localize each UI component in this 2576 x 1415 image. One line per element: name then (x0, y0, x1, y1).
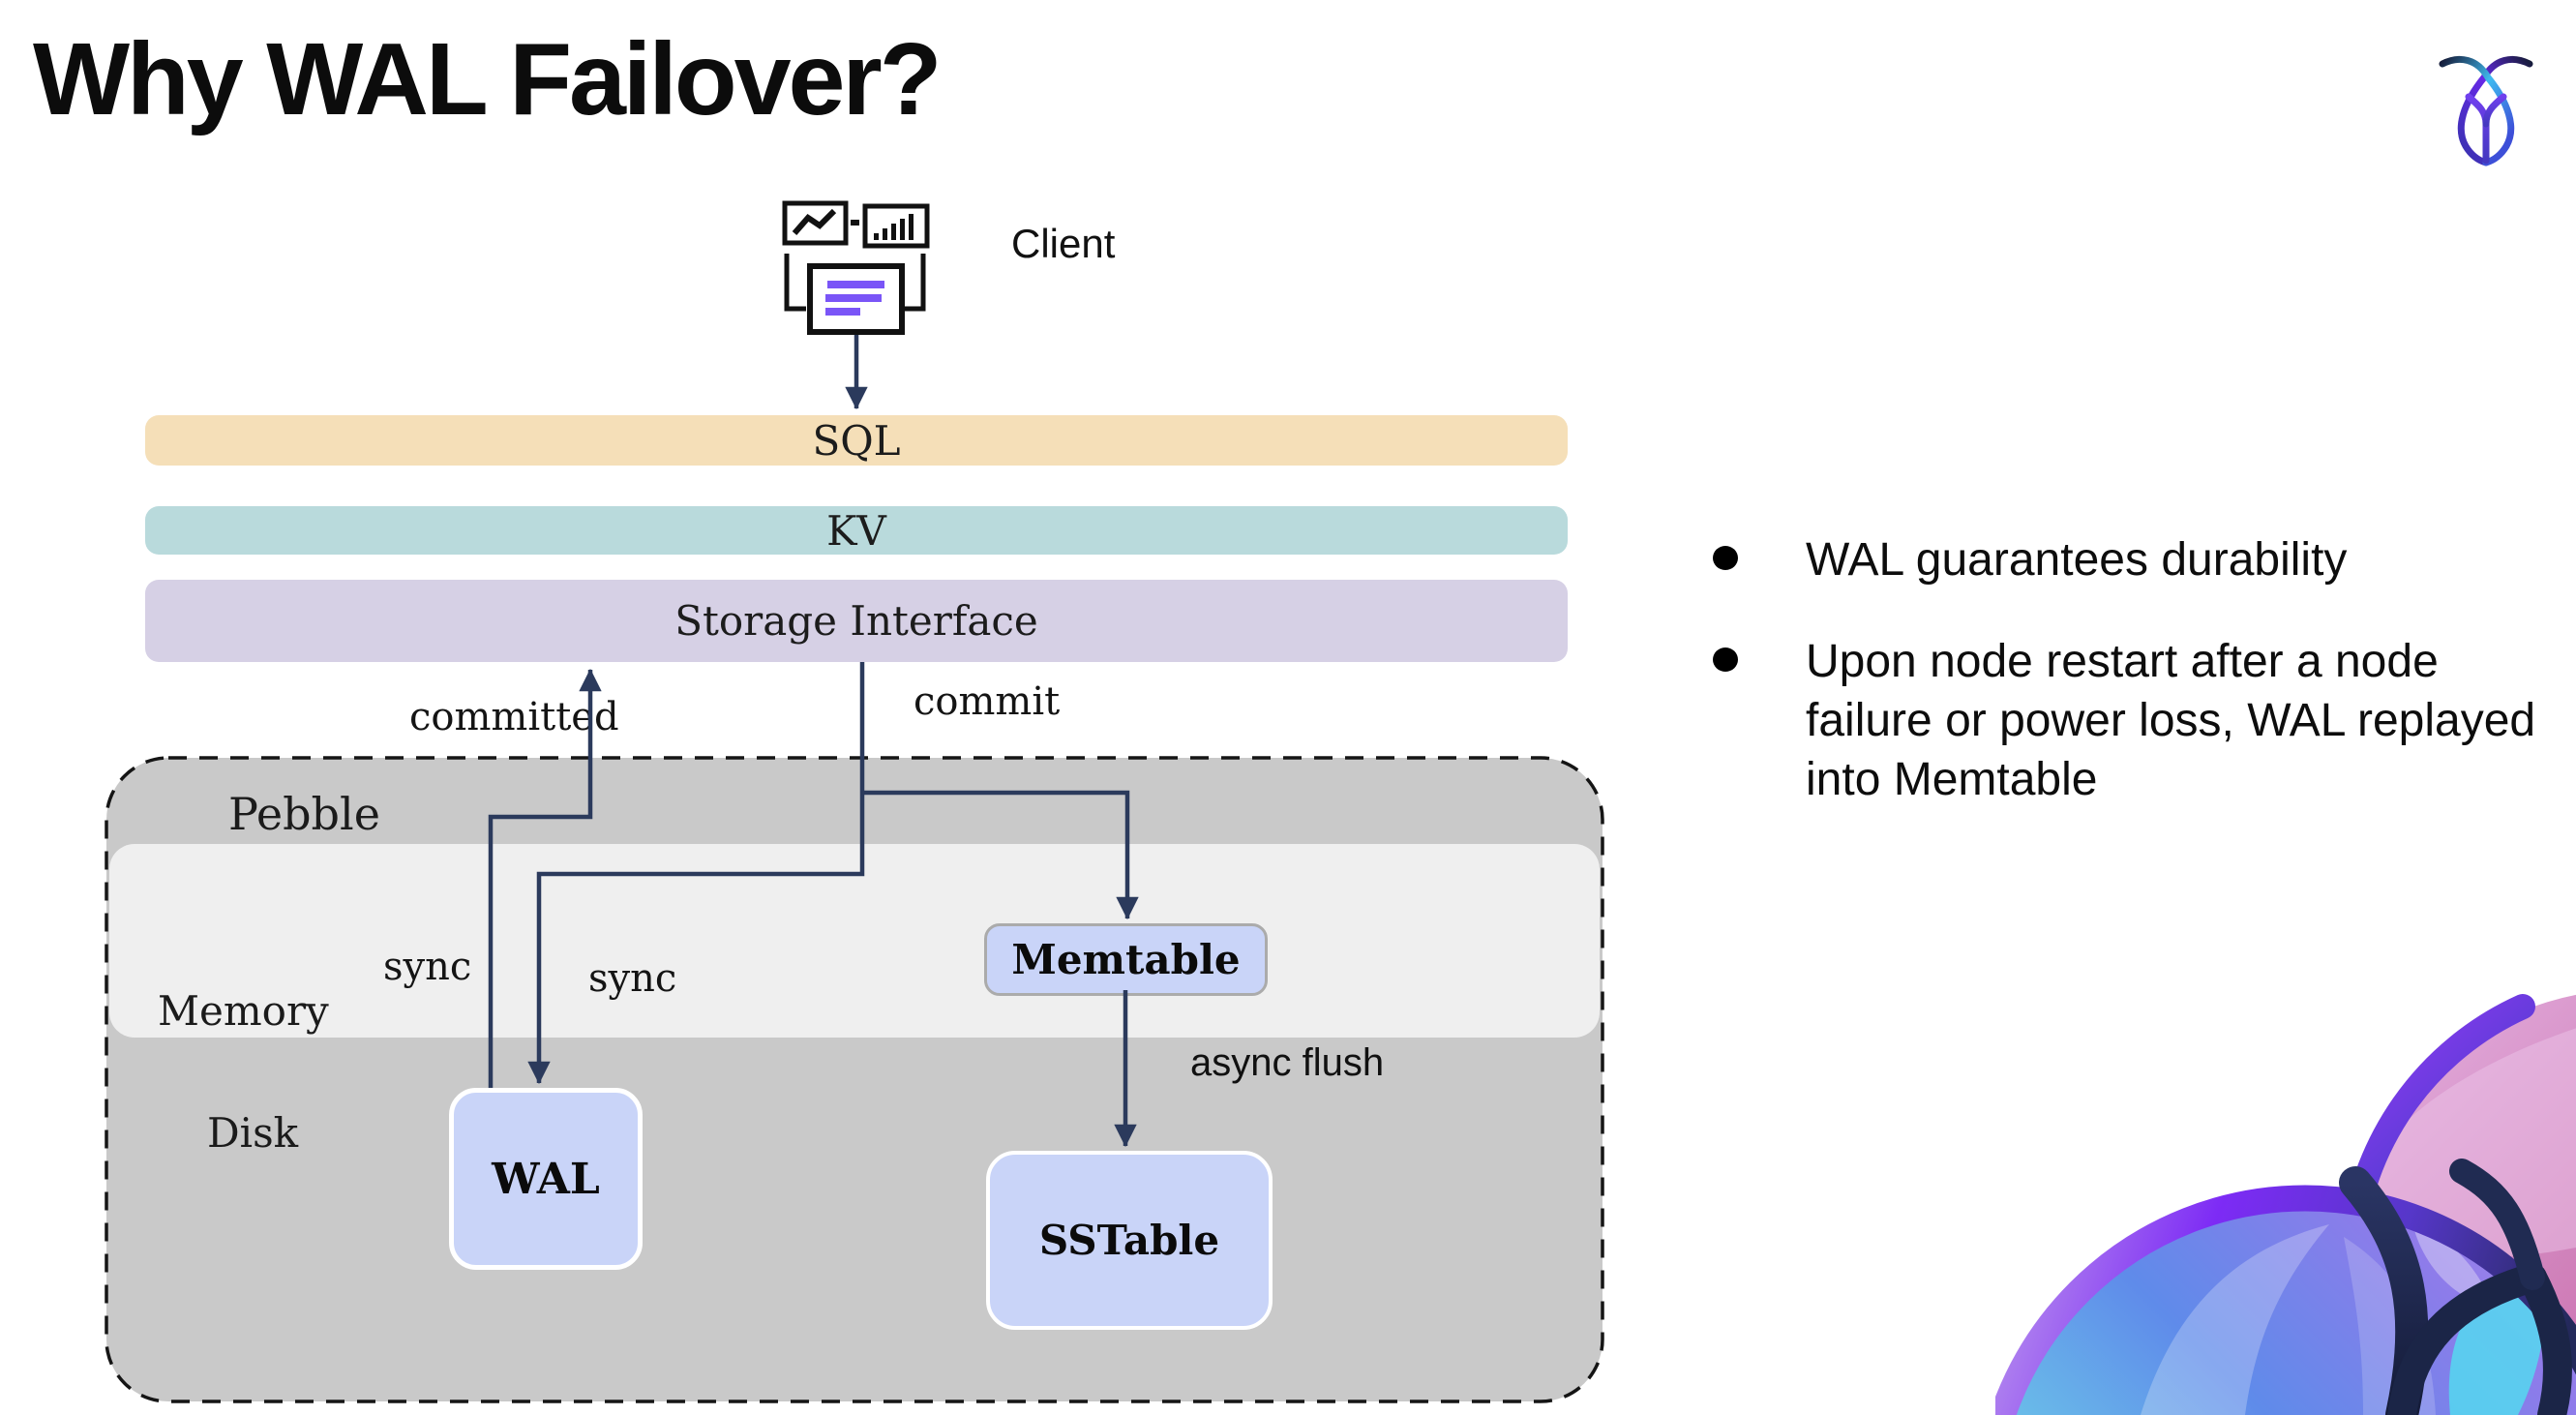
sstable-node: SSTable (986, 1151, 1273, 1330)
bullet-dot-icon (1713, 546, 1738, 570)
disk-zone-label: Disk (207, 1109, 299, 1157)
edge-sync-label-2: sync (588, 956, 677, 1001)
layer-kv: KV (145, 506, 1568, 555)
bullet-dot-icon (1713, 647, 1738, 672)
layer-sql: SQL (145, 415, 1568, 466)
page-title: Why WAL Failover? (33, 22, 942, 136)
memtable-node: Memtable (984, 923, 1268, 996)
memory-zone-label: Memory (158, 987, 329, 1035)
layer-storage-interface-label: Storage Interface (674, 597, 1038, 645)
sstable-node-label: SSTable (1038, 1217, 1220, 1264)
client-label: Client (1011, 221, 1116, 266)
list-item: Upon node restart after a node failure o… (1713, 632, 2557, 809)
list-item: WAL guarantees durability (1713, 530, 2557, 589)
client-workstation-icon (782, 200, 930, 335)
bullet-text: Upon node restart after a node failure o… (1806, 636, 2536, 805)
brand-circles-art (1995, 994, 2576, 1415)
edge-committed-label: committed (409, 695, 619, 739)
bullet-text: WAL guarantees durability (1806, 534, 2348, 586)
edge-commit-to-memtable (862, 790, 1139, 920)
edge-commit-sync-to-wal (527, 662, 865, 1085)
layer-sql-label: SQL (812, 416, 901, 465)
edge-sync-label-1: sync (383, 945, 472, 989)
edge-async-flush-label: async flush (1190, 1041, 1385, 1084)
wal-node: WAL (449, 1088, 643, 1270)
edge-commit-label: commit (914, 679, 1061, 724)
wal-node-label: WAL (492, 1154, 600, 1204)
layer-storage-interface: Storage Interface (145, 580, 1568, 662)
bullet-list: WAL guarantees durability Upon node rest… (1713, 530, 2557, 852)
memory-zone (109, 844, 1600, 1038)
pebble-label: Pebble (228, 788, 380, 840)
memtable-node-label: Memtable (1011, 936, 1241, 983)
cockroachdb-logo (2439, 55, 2533, 166)
edge-committed (488, 668, 602, 1088)
layer-kv-label: KV (826, 506, 886, 555)
